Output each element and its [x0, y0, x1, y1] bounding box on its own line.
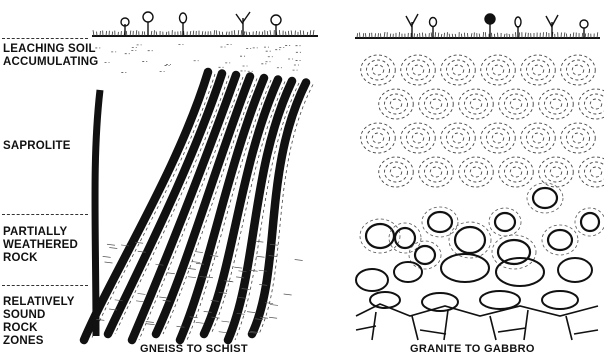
- zone-divider: [2, 38, 88, 39]
- zone-label-partially-weathered: PARTIALLY WEATHERED ROCK: [3, 226, 78, 265]
- granite-gabbro-corestones: [356, 55, 604, 340]
- panel-title-granite-gabbro: GRANITE TO GABBRO: [410, 343, 535, 355]
- panel-title-gneiss-schist: GNEISS TO SCHIST: [140, 343, 248, 355]
- zone-label-leaching: LEACHING SOIL ACCUMULATING: [3, 43, 98, 69]
- tree-icon: [121, 12, 588, 38]
- zone-divider: [2, 285, 88, 286]
- gneiss-schist-foliation-bands: [84, 44, 313, 340]
- zone-label-sound-rock: RELATIVELY SOUND ROCK ZONES: [3, 296, 75, 348]
- zone-label-saprolite: SAPROLITE: [3, 140, 71, 153]
- zone-divider: [2, 214, 88, 215]
